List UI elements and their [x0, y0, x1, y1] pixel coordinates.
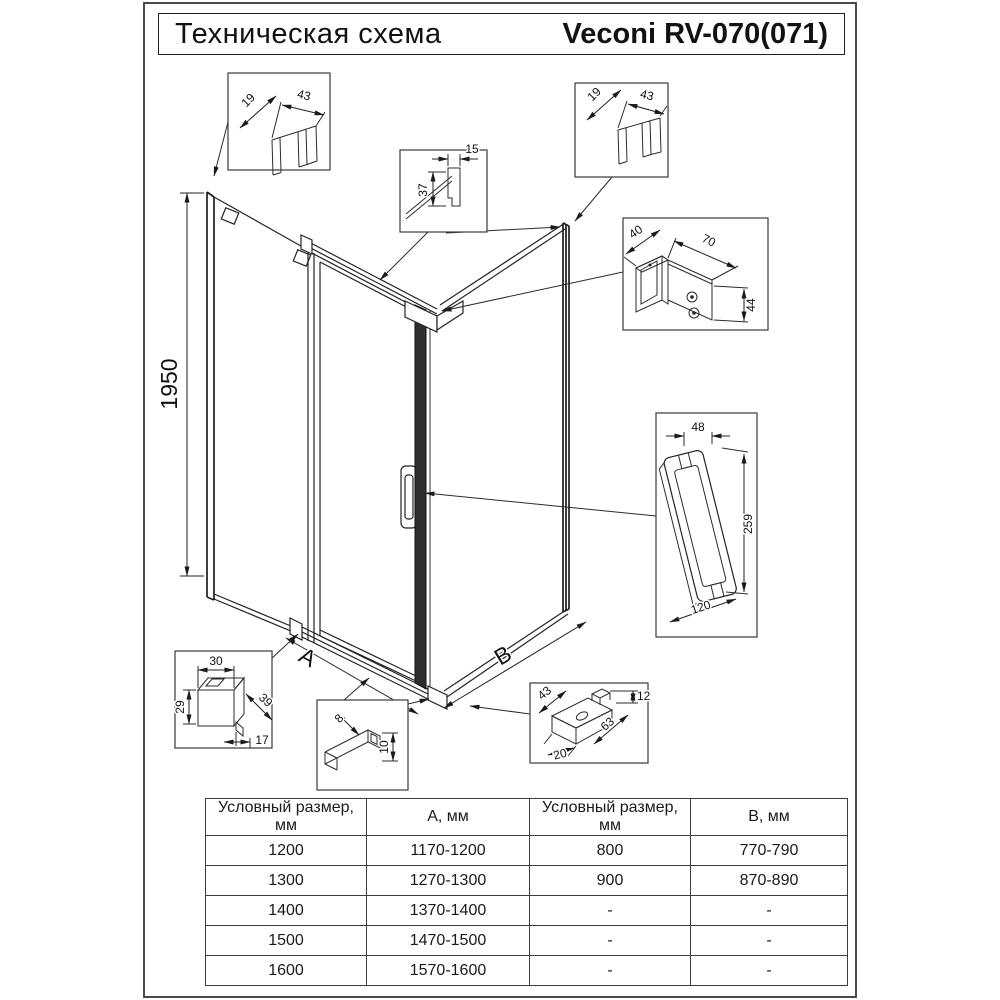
cell: 870-890 [690, 865, 848, 896]
dim-rail-width: 15 [465, 142, 479, 156]
callout-bottom-profile: 8 10 [316, 699, 409, 791]
dim-bracket-height: 44 [744, 298, 758, 312]
cell: 1170-1200 [366, 835, 530, 866]
col-header-size-b: Условный размер, мм [529, 798, 691, 836]
dim-right-profile-width: 43 [639, 87, 656, 104]
cell: 1500 [205, 925, 367, 956]
cell: 1600 [205, 955, 367, 986]
cell: 1370-1400 [366, 895, 530, 926]
cell: - [690, 925, 848, 956]
model-name: Veconi RV-070(071) [562, 17, 828, 50]
cell: - [529, 895, 691, 926]
callout-top-rail-profile: 15 37 [399, 141, 488, 233]
dim-rail-height: 37 [416, 183, 430, 197]
cell: - [529, 925, 691, 956]
main-dimensions: 1950 A B [155, 192, 587, 715]
table-row: 1400 1370-1400 - - [205, 895, 848, 926]
cell: - [690, 955, 848, 986]
size-table: Условный размер, мм А, мм Условный разме… [205, 798, 848, 986]
title-bar: Техническая схема Veconi RV-070(071) [158, 13, 845, 55]
col-header-b: В, мм [690, 798, 848, 836]
dim-block-width: 30 [209, 654, 223, 668]
dim-left-profile-width: 43 [296, 87, 313, 104]
dim-handle-width: 48 [691, 420, 705, 434]
table-row: 1300 1270-1300 900 870-890 [205, 865, 848, 896]
col-header-size-a: Условный размер, мм [205, 798, 367, 836]
table-row: 1200 1170-1200 800 770-790 [205, 835, 848, 866]
cell: - [690, 895, 848, 926]
page-title: Техническая схема [175, 17, 442, 50]
width-dimension-label: A [295, 642, 322, 672]
height-dimension-label: 1950 [156, 358, 182, 409]
dim-roller-tab: 12 [637, 689, 651, 703]
cell: 1300 [205, 865, 367, 896]
cell: 1200 [205, 835, 367, 866]
cell: - [529, 955, 691, 986]
dim-handle-height: 259 [741, 514, 755, 534]
cell: 1570-1600 [366, 955, 530, 986]
callout-corner-bracket: 40 70 44 [622, 217, 769, 331]
callout-door-handle: 48 259 120 [655, 412, 758, 638]
callout-left-wall-profile: 19 43 [227, 72, 331, 176]
dim-block-height: 29 [173, 700, 187, 714]
cell: 1400 [205, 895, 367, 926]
corner-profile [414, 304, 427, 690]
cell: 1270-1300 [366, 865, 530, 896]
table-row: 1500 1470-1500 - - [205, 925, 848, 956]
leader-lines [213, 121, 657, 715]
cell: 1470-1500 [366, 925, 530, 956]
main-enclosure-drawing [206, 191, 570, 710]
cell: 900 [529, 865, 691, 896]
cell: 800 [529, 835, 691, 866]
callout-roller-block: 43 12 63 20 [529, 682, 652, 764]
col-header-a: А, мм [366, 798, 530, 836]
dim-roller-depth: 20 [552, 746, 569, 763]
callout-right-wall-profile: 19 43 [574, 82, 669, 178]
page-frame [143, 2, 857, 998]
dim-block-base: 17 [255, 733, 269, 747]
table-row: 1600 1570-1600 - - [205, 955, 848, 986]
callout-wall-block: 30 29 39 17 [172, 650, 277, 749]
cell: 770-790 [690, 835, 848, 866]
dim-bottom-profile-height: 10 [377, 740, 391, 754]
table-header-row: Условный размер, мм А, мм Условный разме… [205, 798, 848, 836]
